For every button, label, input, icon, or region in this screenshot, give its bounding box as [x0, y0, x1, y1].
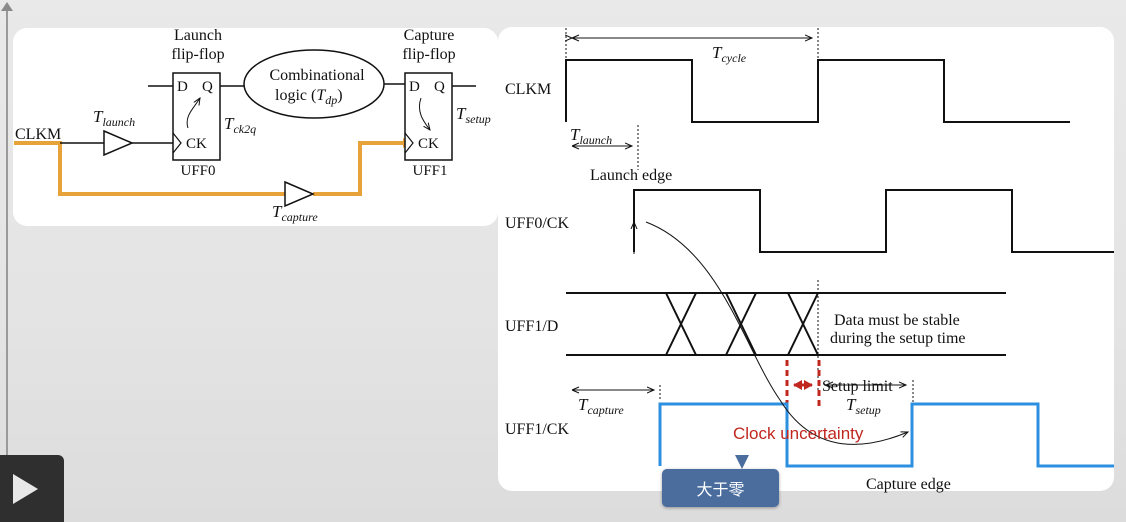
launch-label-2: flip-flop [171, 46, 224, 63]
timing-diagram: Tcycle CLKM Tlaunch Launch edge UFF0/CK … [505, 28, 1114, 493]
uff1-d-signal-label: UFF1/D [505, 318, 558, 335]
up-arrow-icon [1, 2, 13, 11]
clkm-signal-label: CLKM [505, 81, 551, 98]
circuit-diagram: Launch flip-flop Capture flip-flop D Q C… [14, 27, 491, 224]
t-launch-label: Tlaunch [93, 107, 135, 129]
capture-d-pin: D [409, 79, 420, 95]
capture-label-2: flip-flop [402, 46, 455, 63]
launch-ck-pin: CK [186, 136, 207, 152]
uff1-d-waveform [566, 292, 1006, 356]
stable-note-2: during the setup time [830, 330, 966, 347]
comb-label-2: logic (Tdp) [275, 87, 343, 107]
launch-buffer [103, 129, 134, 157]
uff0-ck-waveform [633, 189, 1114, 253]
t-launch-right-label: Tlaunch [570, 125, 612, 147]
clock-path-orange [14, 141, 412, 196]
uff0-ck-signal-label: UFF0/CK [505, 215, 569, 232]
launch-edge-label: Launch edge [590, 167, 672, 184]
capture-ck-pin: CK [418, 136, 439, 152]
axis-line [6, 8, 8, 458]
launch-q-pin: Q [202, 79, 213, 95]
capture-edge-label: Capture edge [866, 476, 951, 493]
launch-label-1: Launch [174, 27, 222, 44]
capture-q-pin: Q [434, 79, 445, 95]
uff1-ck-signal-label: UFF1/CK [505, 421, 569, 438]
t-capture-label: Tcapture [272, 202, 318, 224]
t-setup-label: Tsetup [456, 104, 491, 126]
launch-flip-flop [172, 72, 221, 161]
play-icon[interactable] [0, 455, 64, 522]
uff1-ck-waveform [658, 402, 1114, 468]
launch-capture-curve [645, 221, 908, 445]
clkm-waveform [565, 59, 1070, 123]
t-capture-right-label: Tcapture [578, 395, 624, 417]
clkm-input-label: CLKM [15, 126, 61, 143]
t-ck2q-label: Tck2q [224, 114, 256, 136]
combinational-logic [243, 49, 385, 119]
stable-note-1: Data must be stable [834, 312, 960, 329]
capture-buffer [284, 180, 315, 208]
timing-panel [498, 27, 1114, 491]
uff0-label: UFF0 [180, 163, 215, 179]
t-setup-right-label: Tsetup [846, 395, 881, 417]
launch-d-pin: D [177, 79, 188, 95]
uff1-label: UFF1 [412, 163, 447, 179]
setup-limit-label: Setup limit [822, 378, 893, 395]
comb-label-1: Combinational [269, 67, 365, 84]
clock-uncertainty-label: Clock uncertainty [733, 424, 864, 443]
t-cycle-label: Tcycle [712, 43, 747, 65]
capture-label-1: Capture [404, 27, 455, 44]
capture-flip-flop [404, 72, 453, 161]
greater-than-zero-badge: 大于零 [662, 469, 779, 507]
